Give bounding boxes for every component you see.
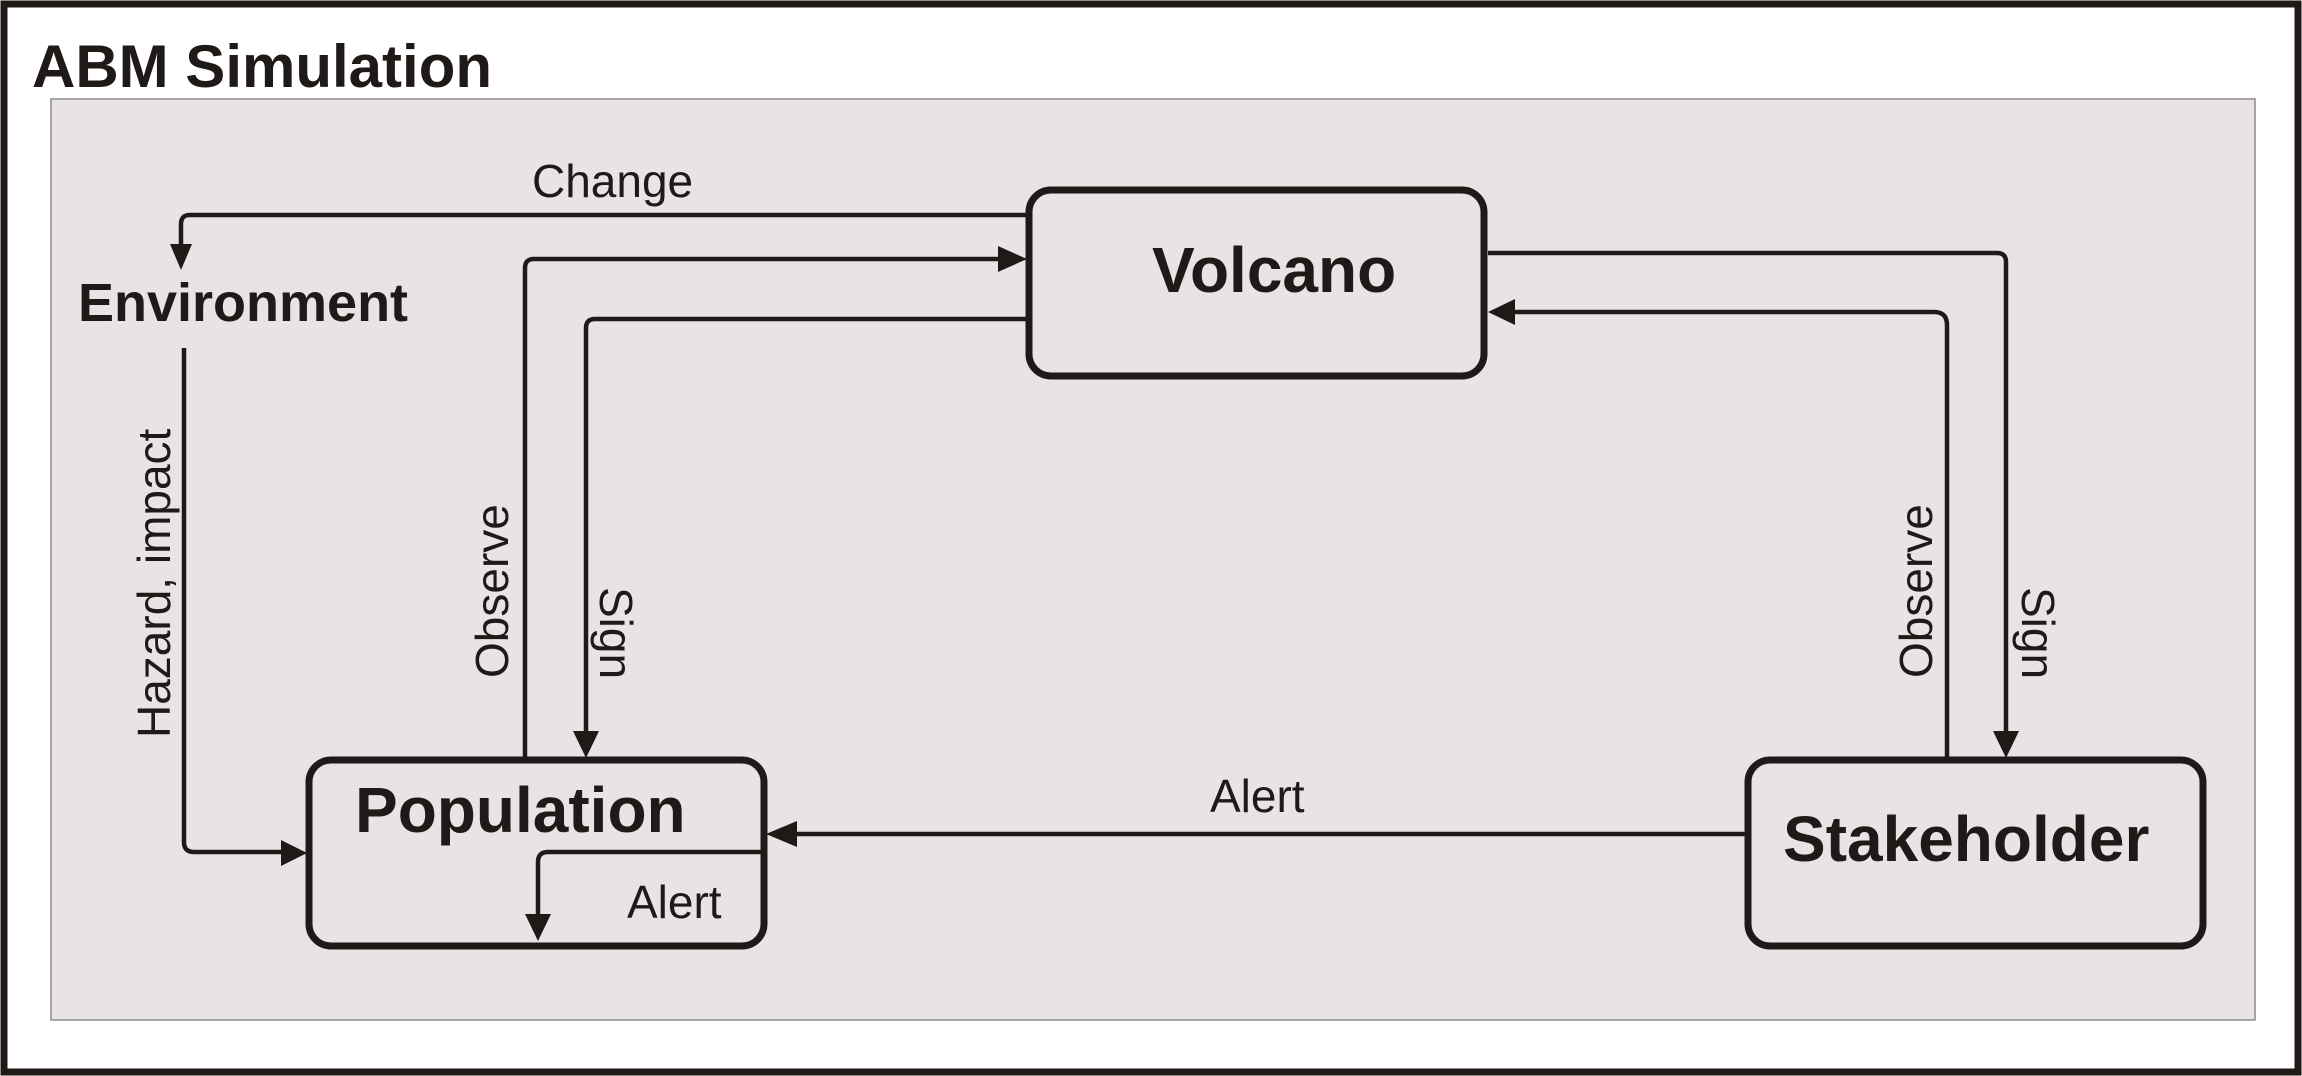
- change-arrowhead: [170, 244, 192, 270]
- edge-population-self-alert: Alert: [525, 849, 764, 941]
- hazard-impact-label: Hazard, impact: [128, 428, 180, 738]
- self-alert-connector: [535, 849, 764, 920]
- stakeholder-sign-label: Sign: [2012, 587, 2064, 679]
- node-stakeholder: Stakeholder: [1744, 756, 2207, 950]
- volcano-label: Volcano: [1152, 234, 1396, 306]
- edge-stakeholder-alert-population: Alert: [766, 770, 1748, 847]
- stakeholder-observe-arrowhead: [1488, 299, 1515, 325]
- stakeholder-observe-label: Observe: [1890, 504, 1942, 678]
- edge-environment-to-population: Hazard, impact: [128, 348, 307, 866]
- population-sign-label: Sign: [590, 587, 642, 679]
- volcano-box: [1025, 186, 1488, 380]
- node-environment: Environment: [78, 273, 408, 333]
- edge-population-observe-volcano: Observe: [466, 246, 1027, 760]
- edge-volcano-sign-stakeholder: Sign: [1488, 250, 2064, 758]
- population-sign-arrowhead: [573, 731, 599, 758]
- stakeholder-alert-label: Alert: [1210, 770, 1305, 822]
- node-volcano: Volcano: [1025, 186, 1488, 380]
- edge-volcano-sign-population: Sign: [573, 316, 1029, 758]
- edge-stakeholder-observe-volcano: Observe: [1488, 299, 1950, 760]
- edge-volcano-to-environment: Change: [170, 155, 1029, 270]
- population-observe-connector: [522, 256, 1005, 760]
- stakeholder-label: Stakeholder: [1783, 803, 2149, 875]
- hazard-impact-arrowhead: [281, 840, 307, 866]
- stakeholder-observe-connector: [1508, 309, 1950, 760]
- population-sign-connector: [583, 316, 1029, 738]
- stakeholder-box: [1744, 756, 2207, 950]
- stakeholder-sign-arrowhead: [1993, 731, 2019, 758]
- stakeholder-alert-arrowhead: [766, 821, 797, 847]
- population-observe-label: Observe: [466, 504, 518, 678]
- hazard-impact-connector: [181, 348, 288, 855]
- change-connector: [178, 212, 1029, 252]
- self-alert-arrowhead: [525, 914, 551, 941]
- change-label: Change: [532, 155, 693, 207]
- population-label: Population: [355, 774, 686, 846]
- population-observe-arrowhead: [998, 246, 1027, 272]
- stakeholder-sign-connector: [1488, 250, 2009, 738]
- diagram-title: ABM Simulation: [32, 33, 492, 100]
- self-alert-label: Alert: [627, 876, 722, 928]
